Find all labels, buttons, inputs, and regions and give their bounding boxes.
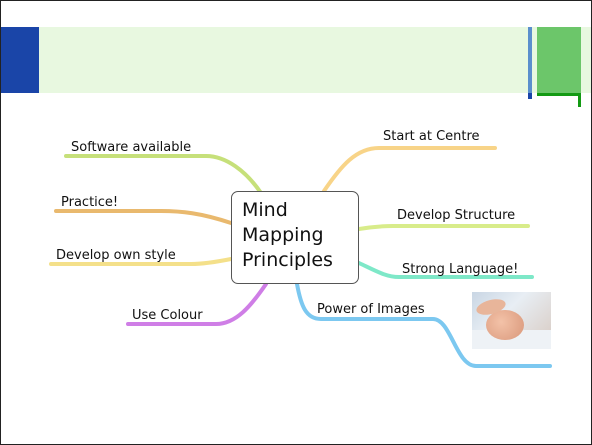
branch-label-practice: Practice! <box>61 195 119 210</box>
branch-centre <box>322 146 497 193</box>
central-topic-line-3: Principles <box>242 249 333 271</box>
central-topic-line-2: Mapping <box>242 224 324 246</box>
branch-label-colour: Use Colour <box>132 308 203 323</box>
branch-style <box>49 257 233 266</box>
branch-software <box>64 154 263 195</box>
header-band <box>1 27 591 93</box>
header-blue-stripe <box>528 27 532 93</box>
branch-label-centre: Start at Centre <box>383 129 480 144</box>
branch-label-style: Develop own style <box>56 248 176 263</box>
branch-structure <box>357 224 530 231</box>
branch-label-images: Power of Images <box>317 302 425 317</box>
header-green-block <box>537 27 581 93</box>
branch-colour <box>126 282 268 326</box>
central-topic-line-1: Mind <box>242 199 288 221</box>
branch-label-language: Strong Language! <box>402 262 519 277</box>
header-blue-block <box>1 27 39 93</box>
branch-practice <box>54 209 233 225</box>
branch-label-software: Software available <box>71 140 192 155</box>
branch-language <box>357 261 534 279</box>
header-blue-stripe-end <box>528 93 532 99</box>
sleeping-baby-photo-icon <box>472 292 551 349</box>
branch-label-structure: Develop Structure <box>397 208 516 223</box>
central-topic: Mind Mapping Principles <box>231 191 359 284</box>
branch-images <box>295 282 552 368</box>
header-green-corner <box>537 93 581 107</box>
